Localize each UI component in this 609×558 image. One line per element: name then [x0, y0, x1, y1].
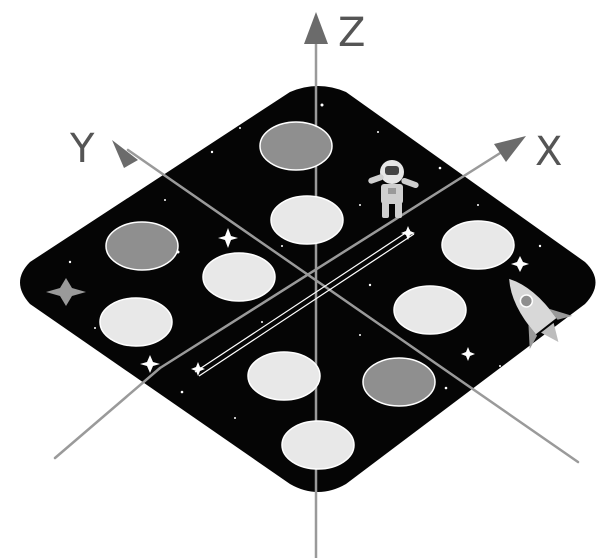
bottom-right-disc — [363, 358, 435, 406]
top-front-disc — [271, 196, 343, 244]
right-back-disc — [442, 221, 514, 269]
left-outer-disc — [100, 298, 172, 346]
left-front-disc — [203, 253, 275, 301]
z-axis-label: Z — [338, 10, 365, 56]
negative-x-axis-line — [55, 368, 160, 458]
x-axis-label: X — [535, 129, 562, 175]
bottom-tip-disc — [282, 421, 354, 469]
x-arrowhead — [494, 136, 526, 162]
bottom-front-disc — [248, 352, 320, 400]
top-back-disc — [260, 122, 332, 170]
left-back-disc — [106, 222, 178, 270]
z-arrowhead — [304, 12, 328, 44]
right-front-disc — [394, 286, 466, 334]
y-axis-label: Y — [69, 126, 95, 172]
